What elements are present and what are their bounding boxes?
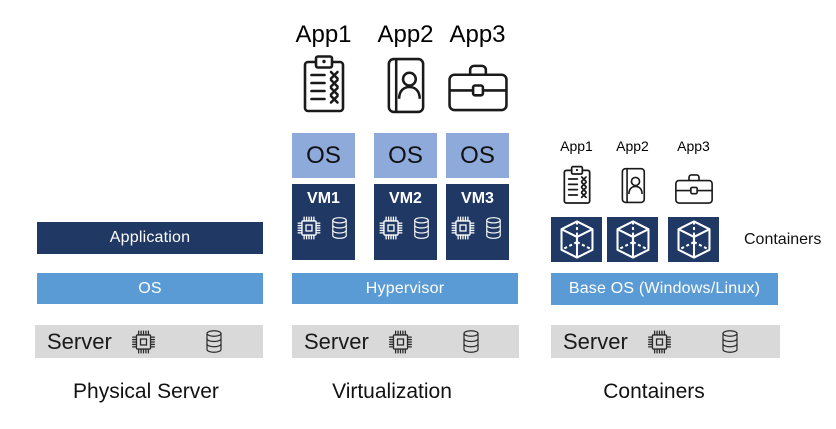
cube-icon <box>673 218 715 261</box>
app-stack-small-2: App2 <box>607 138 658 206</box>
app-label: App3 <box>449 21 506 48</box>
vm-label: VM1 <box>307 190 340 207</box>
vm-box-1: VM1 <box>292 184 355 260</box>
cube-icon <box>556 218 598 261</box>
os-box-label: OS <box>388 141 423 169</box>
container-box-1 <box>551 217 602 262</box>
cpu-icon <box>296 215 322 241</box>
server-label: Server <box>563 328 628 354</box>
base-os-bar-label: Base OS (Windows/Linux) <box>568 280 761 297</box>
os-box-label: OS <box>306 141 341 169</box>
os-box-1: OS <box>292 133 355 178</box>
cpu-icon <box>378 215 404 241</box>
app-label: App3 <box>677 138 710 154</box>
app-stack-small-1: App1 <box>551 138 602 206</box>
caption-virtualization: Virtualization <box>332 380 452 403</box>
base-os-bar: Base OS (Windows/Linux) <box>551 273 778 305</box>
app-label: App2 <box>377 21 434 48</box>
cube-icon <box>612 218 654 261</box>
vm-label: VM3 <box>461 190 494 207</box>
os-box-label: OS <box>460 141 495 169</box>
contact-book-icon <box>618 165 648 206</box>
application-bar: Application <box>37 222 263 254</box>
containers-side-label: Containers <box>744 231 822 248</box>
os-bar-label: OS <box>138 279 162 297</box>
cpu-icon <box>387 329 414 355</box>
database-icon <box>410 215 433 241</box>
app-stack-3: App3 <box>446 21 509 113</box>
container-box-2 <box>607 217 658 262</box>
database-icon <box>718 328 742 355</box>
database-icon <box>482 215 505 241</box>
database-icon <box>202 328 226 355</box>
database-icon <box>459 328 483 355</box>
caption-physical-server: Physical Server <box>73 380 219 403</box>
vm-box-3: VM3 <box>446 184 509 260</box>
server-label: Server <box>304 328 369 354</box>
clipboard-icon <box>561 164 593 206</box>
caption-containers: Containers <box>603 380 705 403</box>
briefcase-icon <box>674 171 714 205</box>
os-box-2: OS <box>374 133 437 178</box>
app-label: App2 <box>616 138 649 154</box>
app-stack-1: App1 <box>292 21 355 115</box>
app-label: App1 <box>560 138 593 154</box>
vm-box-2: VM2 <box>374 184 437 260</box>
app-label: App1 <box>295 21 352 48</box>
hypervisor-bar-label: Hypervisor <box>365 279 445 297</box>
app-stack-2: App2 <box>374 21 437 115</box>
briefcase-icon <box>446 60 510 113</box>
database-icon <box>328 215 351 241</box>
clipboard-icon <box>300 53 348 115</box>
os-box-3: OS <box>446 133 509 178</box>
cpu-icon <box>646 329 673 355</box>
hypervisor-bar: Hypervisor <box>292 273 518 304</box>
server-bar-virtualization: Server <box>292 325 519 358</box>
cpu-icon <box>450 215 476 241</box>
vm-label: VM2 <box>389 190 422 207</box>
os-bar-physical: OS <box>37 273 263 304</box>
app-stack-small-3: App3 <box>668 138 719 205</box>
contact-book-icon <box>382 56 429 115</box>
server-label: Server <box>47 328 112 354</box>
application-bar-label: Application <box>109 229 191 246</box>
cpu-icon <box>130 329 157 355</box>
container-box-3 <box>668 217 719 262</box>
server-bar-containers: Server <box>551 325 780 358</box>
server-bar-physical: Server <box>35 325 263 358</box>
